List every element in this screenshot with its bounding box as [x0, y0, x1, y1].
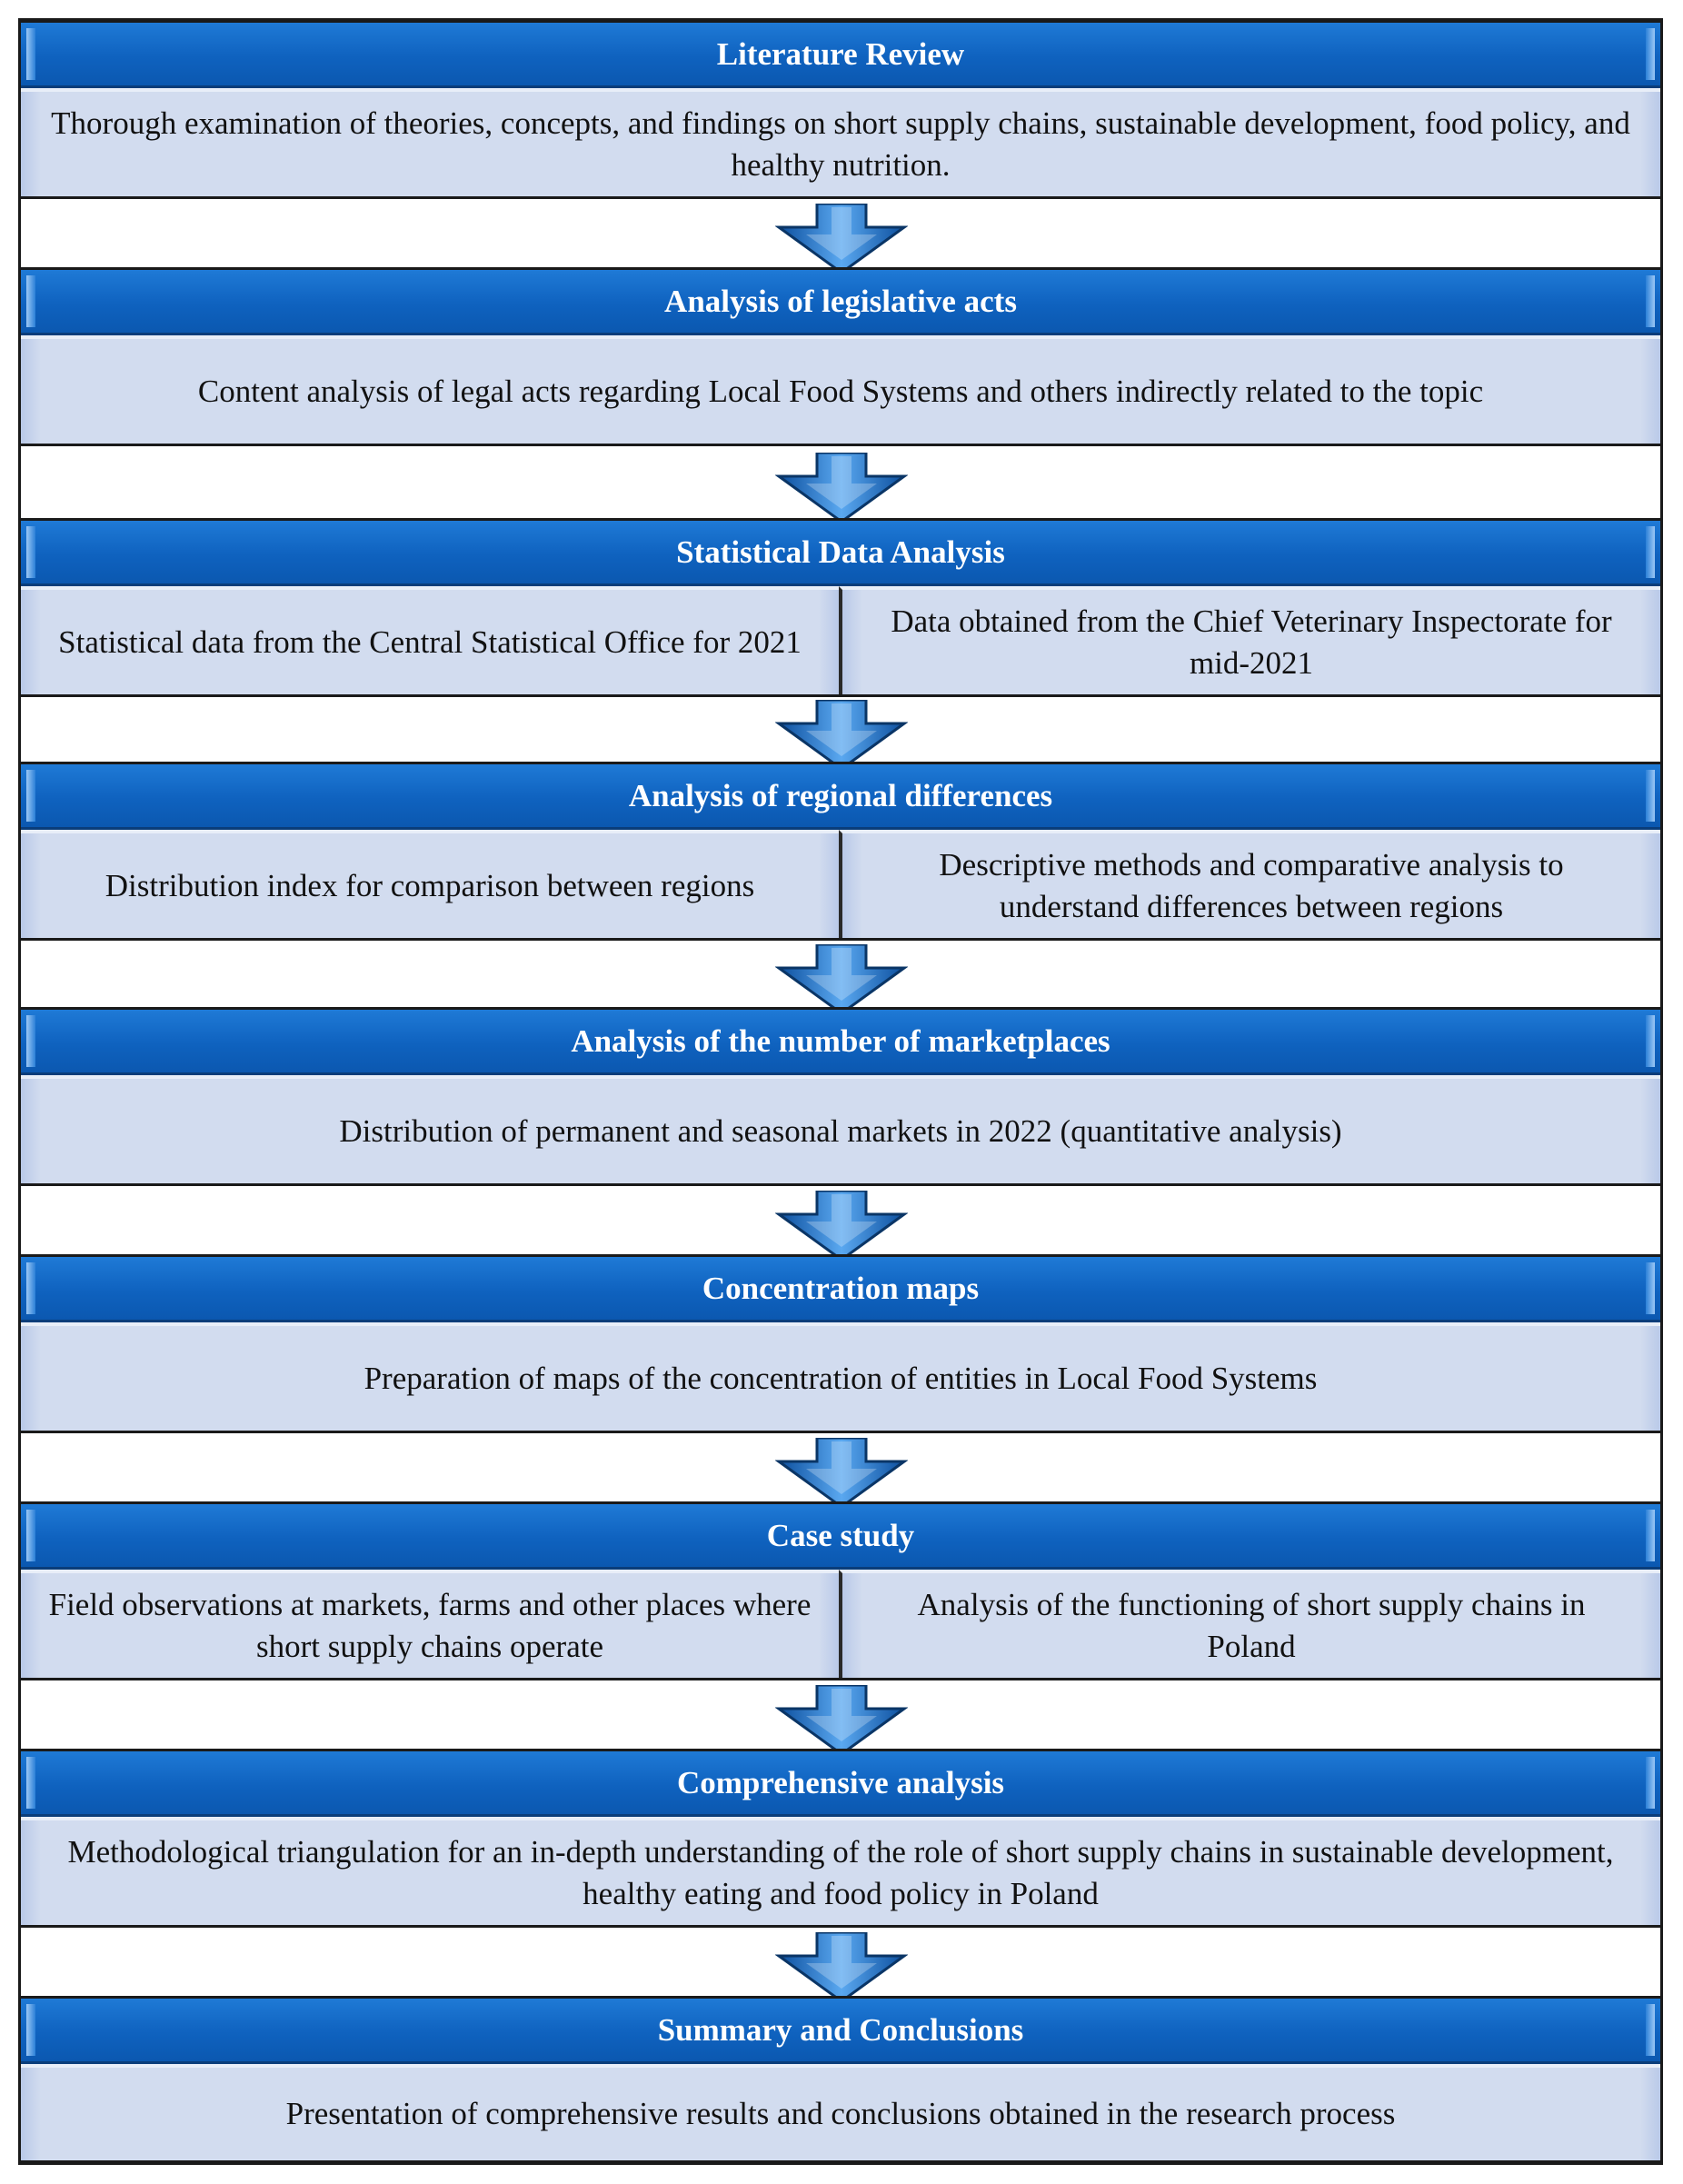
- arrow-highlight: [806, 206, 877, 260]
- stage-title: Analysis of the number of marketplaces: [21, 1010, 1660, 1075]
- arrow-highlight: [806, 1935, 877, 1989]
- stage-description: Descriptive methods and comparative anal…: [839, 830, 1660, 938]
- down-arrow-icon: [775, 1684, 908, 1756]
- header-edge-decoration: [26, 1262, 35, 1314]
- down-arrow-icon: [775, 1437, 908, 1509]
- stage-body: Field observations at markets, farms and…: [21, 1570, 1660, 1678]
- header-edge-decoration: [26, 1015, 35, 1067]
- arrow-shape: [775, 699, 908, 771]
- stage-body: Presentation of comprehensive results an…: [21, 2064, 1660, 2160]
- down-arrow-icon: [775, 203, 908, 274]
- stage-body: Thorough examination of theories, concep…: [21, 88, 1660, 196]
- down-arrow-icon: [775, 943, 908, 1015]
- header-edge-decoration: [26, 1757, 35, 1809]
- header-edge-decoration: [1646, 770, 1655, 822]
- down-arrow-icon: [775, 1931, 908, 2003]
- arrow-shape: [775, 203, 908, 274]
- stage-title-text: Literature Review: [716, 35, 965, 72]
- stage-description: Distribution of permanent and seasonal m…: [21, 1075, 1660, 1183]
- header-edge-decoration: [1646, 526, 1655, 578]
- header-edge-decoration: [26, 28, 35, 80]
- stage-body: Distribution of permanent and seasonal m…: [21, 1075, 1660, 1183]
- stage-description: Data obtained from the Chief Veterinary …: [839, 586, 1660, 694]
- arrow-highlight: [806, 1193, 877, 1247]
- stage-description: Analysis of the functioning of short sup…: [839, 1570, 1660, 1678]
- stage-description: Distribution index for comparison betwee…: [21, 830, 839, 938]
- header-edge-decoration: [1646, 1757, 1655, 1809]
- arrow-highlight: [806, 455, 877, 509]
- arrow-shape: [775, 1684, 908, 1756]
- stage-title: Literature Review: [21, 23, 1660, 88]
- stage-title-text: Analysis of legislative acts: [664, 283, 1017, 319]
- down-arrow-icon: [775, 699, 908, 771]
- stage-title-text: Statistical Data Analysis: [676, 534, 1005, 570]
- stage-title-text: Summary and Conclusions: [657, 2011, 1024, 2048]
- header-edge-decoration: [1646, 1262, 1655, 1314]
- header-edge-decoration: [1646, 1015, 1655, 1067]
- stage-body: Content analysis of legal acts regarding…: [21, 335, 1660, 444]
- stage-description: Presentation of comprehensive results an…: [21, 2064, 1660, 2160]
- down-arrow-icon: [775, 1190, 908, 1262]
- stage-description: Thorough examination of theories, concep…: [21, 88, 1660, 196]
- arrow-shape: [775, 1190, 908, 1262]
- stage-title-text: Case study: [766, 1517, 915, 1553]
- arrow-shape: [775, 943, 908, 1015]
- stage-description: Preparation of maps of the concentration…: [21, 1322, 1660, 1431]
- header-edge-decoration: [1646, 275, 1655, 327]
- stage-title-text: Analysis of regional differences: [628, 777, 1053, 813]
- stage-title: Statistical Data Analysis: [21, 521, 1660, 586]
- stage-description: Statistical data from the Central Statis…: [21, 586, 839, 694]
- header-edge-decoration: [1646, 2004, 1655, 2056]
- stage-description: Content analysis of legal acts regarding…: [21, 335, 1660, 444]
- arrow-highlight: [806, 1441, 877, 1494]
- arrow-shape: [775, 1437, 908, 1509]
- stage-body: Methodological triangulation for an in-d…: [21, 1817, 1660, 1925]
- header-edge-decoration: [1646, 1510, 1655, 1561]
- stage-description: Methodological triangulation for an in-d…: [21, 1817, 1660, 1925]
- stage-title-text: Concentration maps: [702, 1270, 980, 1306]
- arrow-highlight: [806, 947, 877, 1001]
- header-edge-decoration: [26, 2004, 35, 2056]
- stage-title-text: Analysis of the number of marketplaces: [571, 1022, 1110, 1059]
- down-arrow-icon: [775, 452, 908, 524]
- arrow-highlight: [806, 1688, 877, 1741]
- stage-title: Summary and Conclusions: [21, 1999, 1660, 2064]
- arrow-shape: [775, 1931, 908, 2003]
- stage-title-text: Comprehensive analysis: [676, 1764, 1005, 1800]
- header-edge-decoration: [26, 526, 35, 578]
- arrow-shape: [775, 452, 908, 524]
- header-edge-decoration: [26, 275, 35, 327]
- stage-body: Statistical data from the Central Statis…: [21, 586, 1660, 694]
- header-edge-decoration: [1646, 28, 1655, 80]
- stage-body: Distribution index for comparison betwee…: [21, 830, 1660, 938]
- stage-body: Preparation of maps of the concentration…: [21, 1322, 1660, 1431]
- stage-description: Field observations at markets, farms and…: [21, 1570, 839, 1678]
- stage-title: Concentration maps: [21, 1257, 1660, 1322]
- arrow-highlight: [806, 703, 877, 756]
- stage-title: Case study: [21, 1504, 1660, 1570]
- stage-title: Analysis of regional differences: [21, 764, 1660, 830]
- header-edge-decoration: [26, 770, 35, 822]
- stage-title: Comprehensive analysis: [21, 1751, 1660, 1817]
- stage-title: Analysis of legislative acts: [21, 270, 1660, 335]
- header-edge-decoration: [26, 1510, 35, 1561]
